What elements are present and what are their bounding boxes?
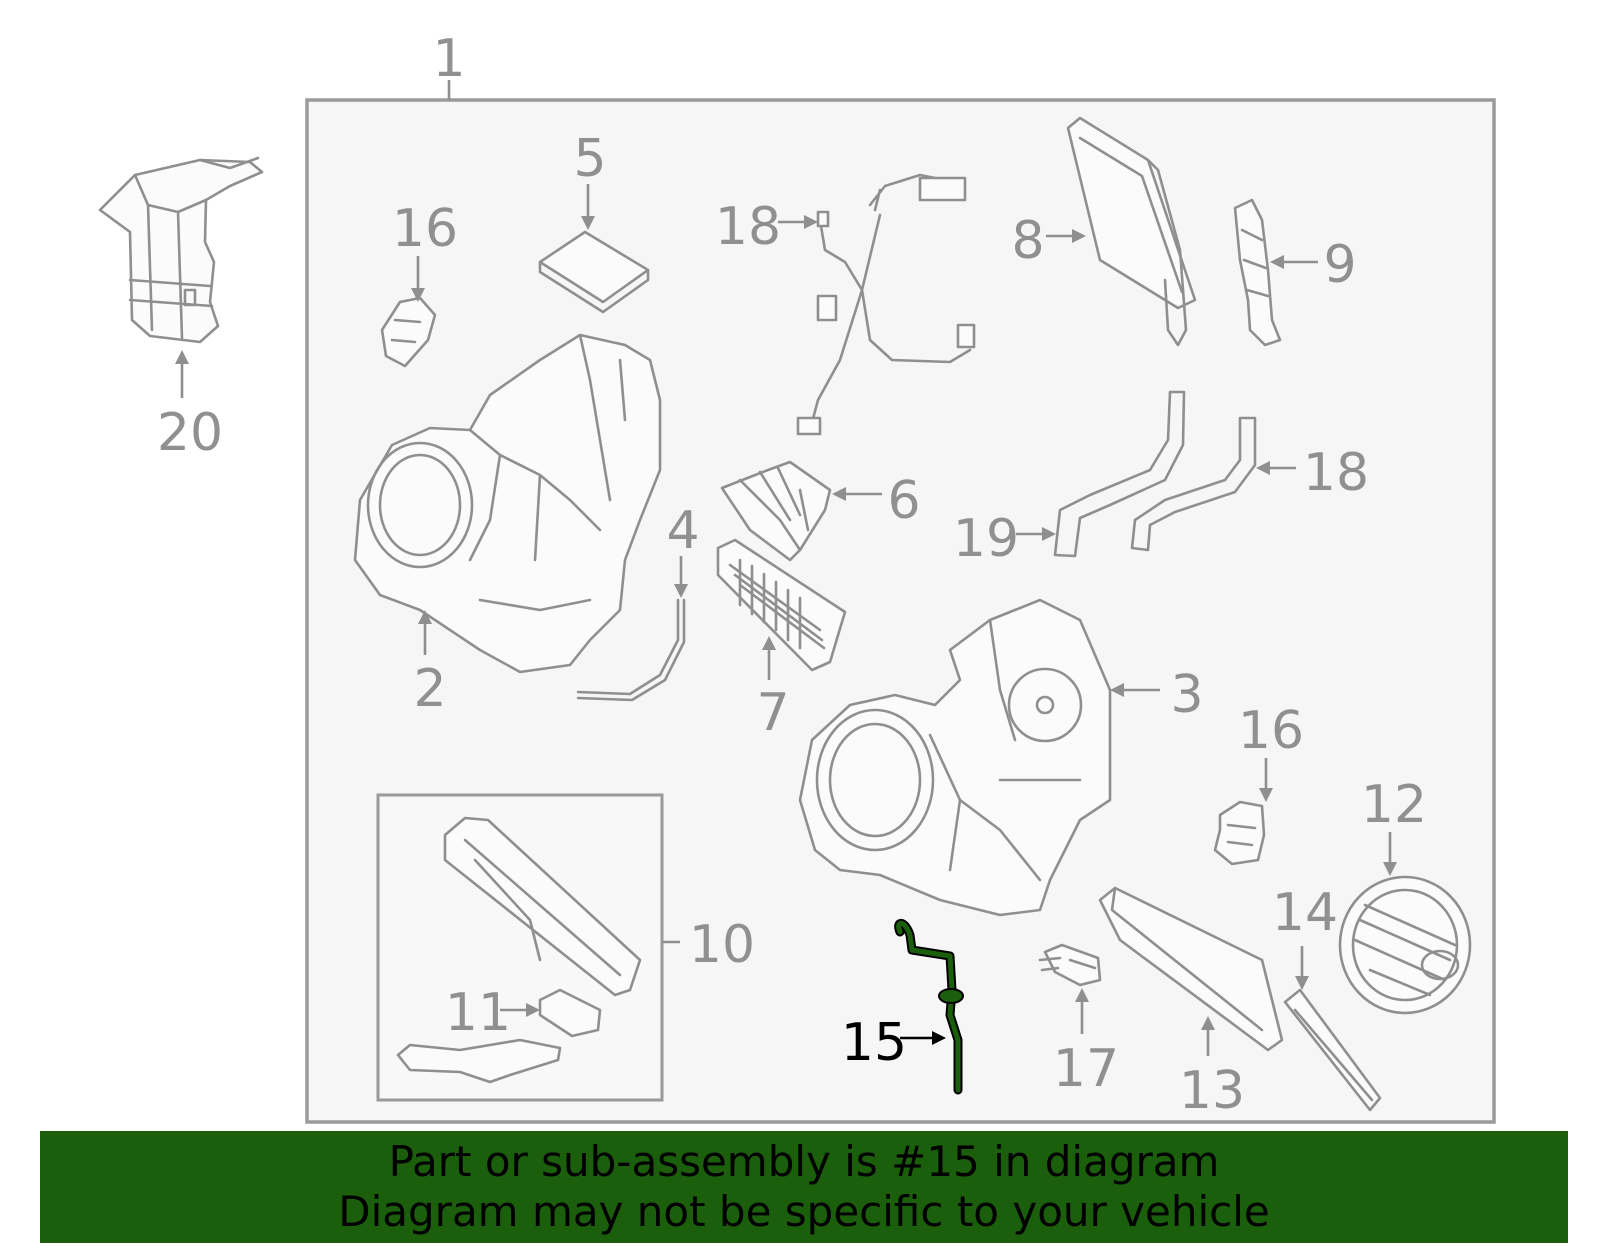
part-16-clip-top: [380, 296, 437, 368]
part-20-hose: [1053, 390, 1186, 558]
banner-line-2: Diagram may not be specific to your vehi…: [338, 1187, 1270, 1236]
part-13-panel: [1098, 886, 1284, 1052]
callout-12: 12: [1361, 775, 1427, 835]
info-banner: Part or sub-assembly is #15 in diagram D…: [40, 1131, 1568, 1243]
callout-15: 15: [841, 1013, 907, 1073]
callout-4: 4: [666, 501, 699, 561]
callout-20: 19: [953, 509, 1019, 569]
part-21-duct: [98, 156, 264, 344]
callout-6: 6: [887, 471, 920, 531]
callout-7: 7: [756, 683, 789, 743]
callout-5: 5: [573, 129, 606, 189]
part-16-clip-right: [1213, 800, 1266, 866]
callout-11: 11: [445, 983, 511, 1043]
part-10-evaporator: [443, 816, 642, 997]
callout-1: 1: [432, 29, 465, 89]
part-11-valve: [396, 988, 602, 1084]
callout-10: 10: [689, 915, 755, 975]
part-19-hose: [1130, 416, 1257, 552]
callout-2: 2: [413, 659, 446, 719]
callout-3: 3: [1170, 665, 1203, 725]
callout-16-right: 16: [1238, 701, 1304, 761]
part-9-pipe: [1233, 198, 1282, 347]
part-12-blower: [1338, 875, 1472, 1015]
callout-19: 18: [1303, 443, 1369, 503]
banner-line-1: Part or sub-assembly is #15 in diagram: [388, 1137, 1220, 1186]
part-2-housing: [353, 333, 662, 674]
part-4-seal: [576, 598, 686, 702]
part-7-filter: [716, 538, 847, 672]
callout-14: 14: [1272, 883, 1338, 943]
part-14-strip: [1283, 988, 1382, 1112]
callout-17: 17: [1053, 1039, 1119, 1099]
callout-9: 9: [1323, 235, 1356, 295]
part-15-drain-tube: [894, 918, 964, 1095]
callout-16-top: 16: [392, 199, 458, 259]
callout-21: 20: [157, 403, 223, 463]
callout-8: 8: [1011, 211, 1044, 271]
callout-18: 18: [715, 197, 781, 257]
part-5-pad: [538, 230, 650, 314]
part-18-harness: [796, 173, 976, 436]
callout-13: 13: [1179, 1061, 1245, 1121]
part-6-door: [720, 460, 832, 562]
part-8-heater-core: [1066, 116, 1197, 347]
part-17-connector: [1038, 943, 1102, 987]
